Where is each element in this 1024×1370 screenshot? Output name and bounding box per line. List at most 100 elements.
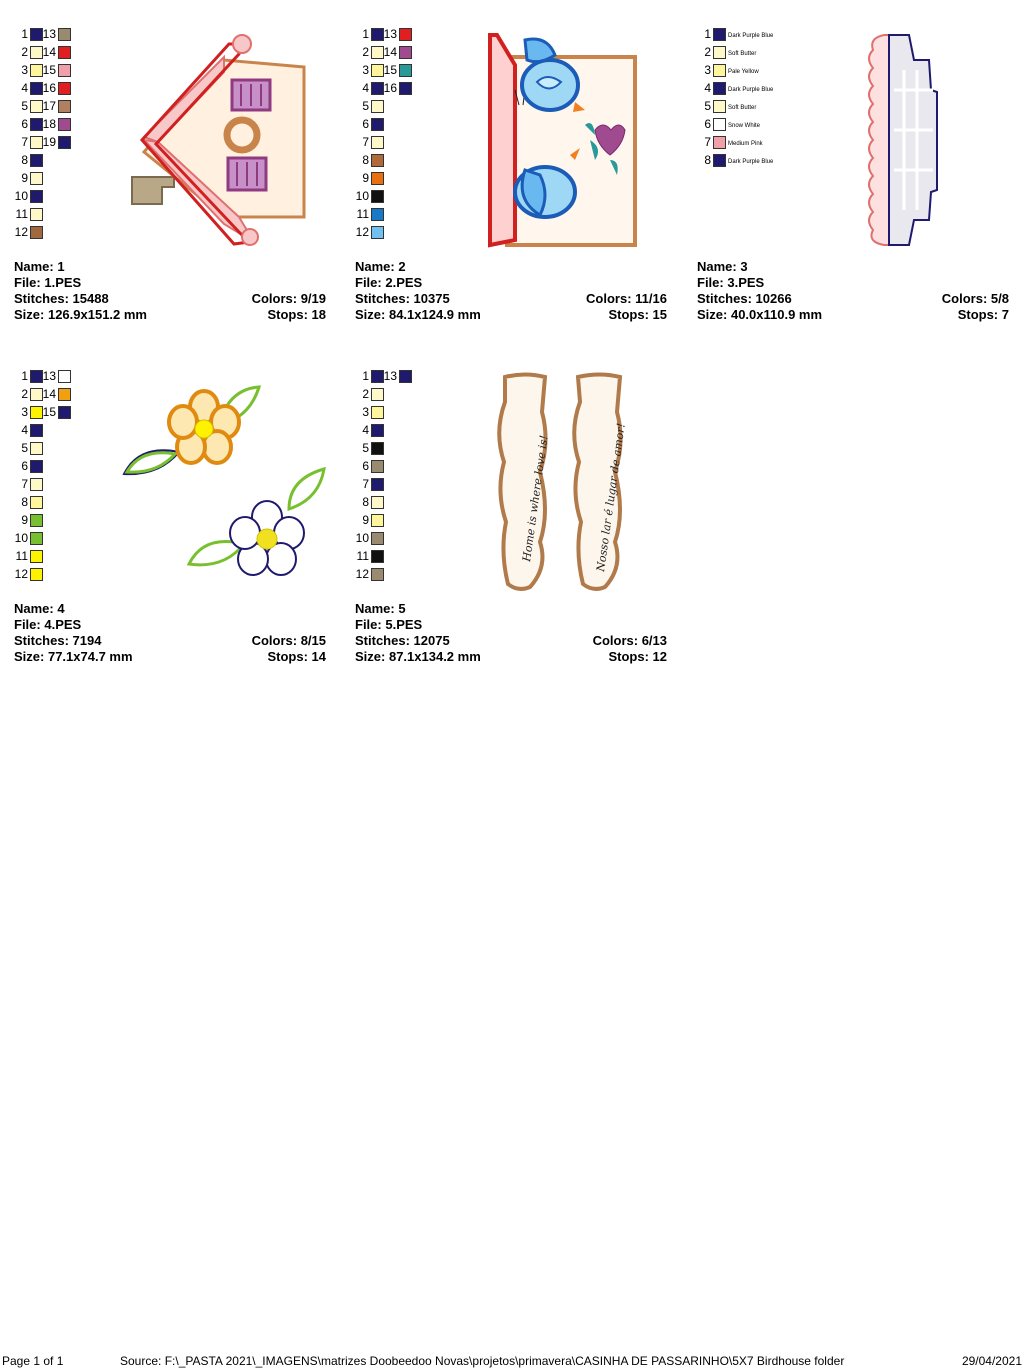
swatch-number: 5 — [362, 441, 369, 455]
color-swatch — [371, 190, 384, 203]
color-swatch — [713, 118, 726, 131]
color-swatch — [30, 208, 43, 221]
design-file: 4.PES — [44, 617, 82, 632]
swatch-number: 5 — [362, 99, 369, 113]
design-file: 5.PES — [385, 617, 423, 632]
color-swatch — [371, 82, 384, 95]
color-swatch — [30, 424, 43, 437]
swatch-thread-name: Snow White — [728, 123, 761, 129]
swatch-number: 7 — [21, 477, 28, 491]
color-swatch — [371, 442, 384, 455]
swatch-thread-name: Dark Purple Blue — [728, 87, 774, 93]
design-size: 126.9x151.2 mm — [47, 307, 147, 322]
swatch-number: 15 — [42, 63, 56, 77]
swatch-number: 11 — [15, 549, 28, 563]
swatch-number: 5 — [21, 441, 28, 455]
color-swatch — [58, 136, 71, 149]
color-swatch — [30, 226, 43, 239]
color-swatch — [58, 46, 71, 59]
swatch-number: 14 — [42, 387, 56, 401]
color-swatch — [30, 100, 43, 113]
color-swatch — [371, 424, 384, 437]
color-swatch — [371, 478, 384, 491]
stitch-count: 15488 — [72, 291, 109, 306]
color-swatch — [30, 496, 43, 509]
swatch-number: 12 — [355, 567, 369, 581]
swatch-number: 1 — [362, 27, 369, 41]
design-name: 5 — [398, 601, 406, 616]
swatch-number: 4 — [21, 423, 28, 437]
color-swatch — [371, 550, 384, 563]
color-swatch — [713, 28, 726, 41]
color-count: 6/13 — [641, 633, 667, 648]
swatch-number: 4 — [704, 81, 711, 95]
color-swatch — [371, 460, 384, 473]
color-swatch — [58, 100, 71, 113]
color-swatch — [371, 226, 384, 239]
swatch-number: 2 — [21, 387, 28, 401]
color-swatch — [58, 82, 71, 95]
swatch-number: 3 — [362, 63, 369, 77]
swatch-number: 5 — [704, 99, 711, 113]
color-swatch — [713, 82, 726, 95]
swatch-number: 2 — [21, 45, 28, 59]
swatch-number: 8 — [362, 153, 369, 167]
color-count: 8/15 — [300, 633, 326, 648]
swatch-number: 11 — [15, 207, 28, 221]
stitch-count: 10375 — [413, 291, 450, 306]
swatch-number: 13 — [383, 27, 397, 41]
color-swatch — [399, 46, 412, 59]
stop-count: 12 — [652, 649, 667, 664]
swatch-number: 1 — [362, 369, 369, 383]
swatch-number: 18 — [42, 117, 56, 131]
swatch-number: 3 — [21, 405, 28, 419]
swatch-thread-name: Soft Butter — [728, 105, 757, 111]
swatch-number: 19 — [42, 135, 56, 149]
color-swatch — [713, 154, 726, 167]
swatch-number: 4 — [21, 81, 28, 95]
color-swatch — [371, 46, 384, 59]
swatch-number: 3 — [21, 63, 28, 77]
swatch-number: 3 — [704, 63, 711, 77]
design-name: 4 — [57, 601, 65, 616]
swatch-number: 5 — [21, 99, 28, 113]
swatch-number: 2 — [362, 387, 369, 401]
stop-count: 14 — [311, 649, 326, 664]
color-swatch — [30, 136, 43, 149]
color-swatch — [58, 28, 71, 41]
swatch-number: 7 — [21, 135, 28, 149]
design-size: 77.1x74.7 mm — [47, 649, 133, 664]
design-file: 3.PES — [727, 275, 765, 290]
swatch-number: 10 — [355, 189, 369, 203]
page-number: Page 1 of 1 — [2, 1354, 64, 1368]
swatch-number: 8 — [704, 153, 711, 167]
color-swatch — [371, 154, 384, 167]
color-swatch — [58, 118, 71, 131]
color-swatch — [399, 64, 412, 77]
swatch-number: 7 — [362, 135, 369, 149]
print-date: 29/04/2021 — [961, 1354, 1022, 1368]
swatch-number: 11 — [356, 549, 369, 563]
color-swatch — [371, 28, 384, 41]
swatch-number: 1 — [21, 27, 28, 41]
color-swatch — [713, 64, 726, 77]
color-swatch — [371, 208, 384, 221]
swatch-number: 1 — [21, 369, 28, 383]
swatch-number: 10 — [14, 189, 28, 203]
color-swatch — [30, 388, 43, 401]
stop-count: 15 — [652, 307, 667, 322]
color-swatch — [30, 406, 43, 419]
swatch-number: 12 — [14, 225, 28, 239]
birdhouse-front-design — [131, 34, 306, 246]
stitch-count: 7194 — [72, 633, 102, 648]
color-swatch — [371, 118, 384, 131]
swatch-number: 6 — [362, 459, 369, 473]
swatch-number: 12 — [355, 225, 369, 239]
